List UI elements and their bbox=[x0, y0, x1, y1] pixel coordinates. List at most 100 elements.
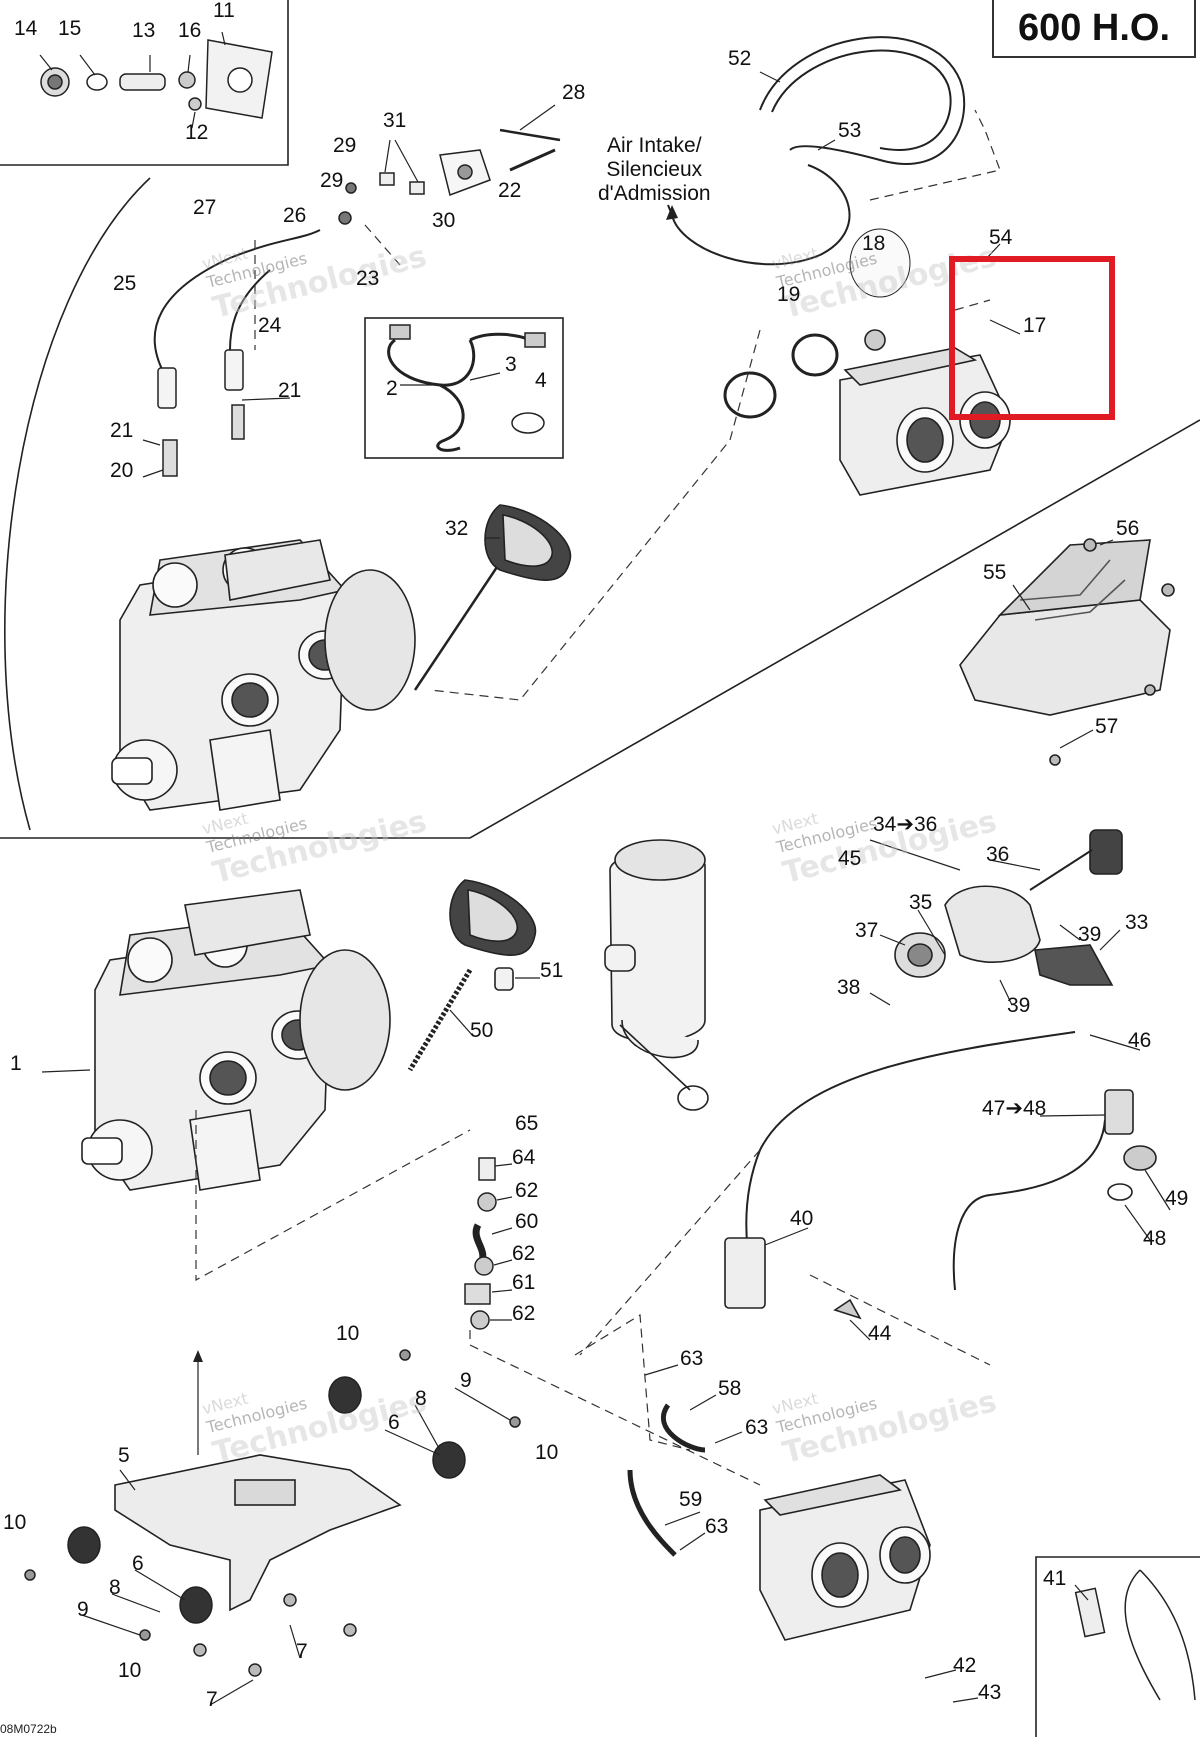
callout-34-36[interactable]: 34➔36 bbox=[873, 813, 938, 836]
callout-28[interactable]: 28 bbox=[562, 81, 586, 104]
callout-62[interactable]: 62 bbox=[512, 1302, 536, 1325]
callout-39[interactable]: 39 bbox=[1078, 923, 1102, 946]
callout-19[interactable]: 19 bbox=[777, 283, 801, 306]
callout-53[interactable]: 53 bbox=[838, 119, 862, 142]
callout-11[interactable]: 11 bbox=[213, 0, 235, 22]
wire-harness-inset bbox=[364, 317, 564, 459]
callout-63[interactable]: 63 bbox=[745, 1416, 769, 1439]
fuel-hoses bbox=[627, 1403, 706, 1557]
spark-plug-caps bbox=[157, 349, 245, 477]
callout-45[interactable]: 45 bbox=[838, 847, 862, 870]
callout-52[interactable]: 52 bbox=[728, 47, 752, 70]
callout-10[interactable]: 10 bbox=[3, 1511, 27, 1534]
callout-31[interactable]: 31 bbox=[383, 109, 407, 132]
callout-46[interactable]: 46 bbox=[1128, 1029, 1152, 1052]
callout-41[interactable]: 41 bbox=[1043, 1567, 1067, 1590]
callout-14[interactable]: 14 bbox=[14, 17, 38, 40]
callout-30[interactable]: 30 bbox=[432, 209, 456, 232]
callout-39[interactable]: 39 bbox=[1007, 994, 1031, 1017]
callout-6[interactable]: 6 bbox=[388, 1411, 400, 1434]
carburetor-lower bbox=[759, 1474, 931, 1641]
callout-2[interactable]: 2 bbox=[386, 377, 398, 400]
callout-22[interactable]: 22 bbox=[498, 179, 522, 202]
air-intake-label: Air Intake/ Silencieux d'Admission bbox=[598, 134, 711, 206]
callout-24[interactable]: 24 bbox=[258, 314, 282, 337]
callout-16[interactable]: 16 bbox=[178, 19, 202, 42]
callout-54[interactable]: 54 bbox=[989, 226, 1013, 249]
callout-29[interactable]: 29 bbox=[320, 169, 344, 192]
callout-43[interactable]: 43 bbox=[978, 1681, 1002, 1704]
callout-8[interactable]: 8 bbox=[415, 1387, 427, 1410]
callout-37[interactable]: 37 bbox=[855, 919, 879, 942]
callout-29[interactable]: 29 bbox=[333, 134, 357, 157]
engine-upper bbox=[111, 539, 416, 811]
callout-60[interactable]: 60 bbox=[515, 1210, 539, 1233]
throttle-cable bbox=[745, 1031, 1106, 1291]
cable-hardware bbox=[724, 1089, 1157, 1320]
callout-55[interactable]: 55 bbox=[983, 561, 1007, 584]
callout-59[interactable]: 59 bbox=[679, 1488, 703, 1511]
callout-18[interactable]: 18 bbox=[862, 232, 886, 255]
callout-1[interactable]: 1 bbox=[10, 1052, 22, 1075]
callout-4[interactable]: 4 bbox=[535, 369, 547, 392]
callout-63[interactable]: 63 bbox=[680, 1347, 704, 1370]
callout-40[interactable]: 40 bbox=[790, 1207, 814, 1230]
callout-57[interactable]: 57 bbox=[1095, 715, 1119, 738]
callout-5[interactable]: 5 bbox=[118, 1444, 130, 1467]
air-silencer bbox=[959, 538, 1175, 766]
callout-23[interactable]: 23 bbox=[356, 267, 380, 290]
callout-8[interactable]: 8 bbox=[109, 1576, 121, 1599]
callout-65[interactable]: 65 bbox=[515, 1112, 539, 1135]
callout-21[interactable]: 21 bbox=[110, 419, 134, 442]
callout-12[interactable]: 12 bbox=[185, 121, 209, 144]
callout-36[interactable]: 36 bbox=[986, 843, 1010, 866]
air-intake-label-line-2: Silencieux bbox=[606, 158, 703, 181]
callout-42[interactable]: 42 bbox=[953, 1654, 977, 1677]
oil-dipstick-lower bbox=[407, 879, 537, 1072]
section-boundary-arc bbox=[4, 177, 151, 831]
callout-9[interactable]: 9 bbox=[77, 1598, 89, 1621]
callout-62[interactable]: 62 bbox=[515, 1179, 539, 1202]
callout-62[interactable]: 62 bbox=[512, 1242, 536, 1265]
model-title: 600 H.O. bbox=[992, 0, 1196, 58]
callout-35[interactable]: 35 bbox=[909, 891, 933, 914]
callout-50[interactable]: 50 bbox=[470, 1019, 494, 1042]
assembly-arrow-head bbox=[193, 1350, 203, 1362]
callout-47-48[interactable]: 47➔48 bbox=[982, 1097, 1047, 1120]
callout-15[interactable]: 15 bbox=[58, 17, 82, 40]
callout-10[interactable]: 10 bbox=[535, 1441, 559, 1464]
callout-49[interactable]: 49 bbox=[1165, 1187, 1189, 1210]
callout-56[interactable]: 56 bbox=[1116, 517, 1140, 540]
air-intake-label-line-3: d'Admission bbox=[598, 182, 711, 205]
callout-27[interactable]: 27 bbox=[193, 196, 217, 219]
callout-25[interactable]: 25 bbox=[113, 272, 137, 295]
callout-63[interactable]: 63 bbox=[705, 1515, 729, 1538]
callout-10[interactable]: 10 bbox=[336, 1322, 360, 1345]
callout-13[interactable]: 13 bbox=[132, 19, 156, 42]
callout-6[interactable]: 6 bbox=[132, 1552, 144, 1575]
callout-26[interactable]: 26 bbox=[283, 204, 307, 227]
callout-48[interactable]: 48 bbox=[1143, 1227, 1167, 1250]
callout-17[interactable]: 17 bbox=[1023, 314, 1047, 337]
callout-7[interactable]: 7 bbox=[296, 1640, 308, 1663]
callout-20[interactable]: 20 bbox=[110, 459, 134, 482]
inset-box-bottom-right bbox=[1035, 1556, 1200, 1737]
rubber-mounts bbox=[24, 1349, 521, 1677]
callout-61[interactable]: 61 bbox=[512, 1271, 536, 1294]
air-intake-label-line-1: Air Intake/ bbox=[607, 134, 702, 157]
oil-dipstick-upper bbox=[413, 504, 572, 691]
callout-64[interactable]: 64 bbox=[512, 1146, 536, 1169]
air-intake-hose bbox=[667, 36, 966, 266]
callout-58[interactable]: 58 bbox=[718, 1377, 742, 1400]
callout-38[interactable]: 38 bbox=[837, 976, 861, 999]
callout-9[interactable]: 9 bbox=[460, 1369, 472, 1392]
callout-33[interactable]: 33 bbox=[1125, 911, 1149, 934]
air-intake-arrow bbox=[666, 205, 678, 220]
callout-21[interactable]: 21 bbox=[278, 379, 302, 402]
callout-7[interactable]: 7 bbox=[206, 1688, 218, 1711]
callout-10[interactable]: 10 bbox=[118, 1659, 142, 1682]
callout-32[interactable]: 32 bbox=[445, 517, 469, 540]
callout-51[interactable]: 51 bbox=[540, 959, 564, 982]
callout-44[interactable]: 44 bbox=[868, 1322, 892, 1345]
callout-3[interactable]: 3 bbox=[505, 353, 517, 376]
